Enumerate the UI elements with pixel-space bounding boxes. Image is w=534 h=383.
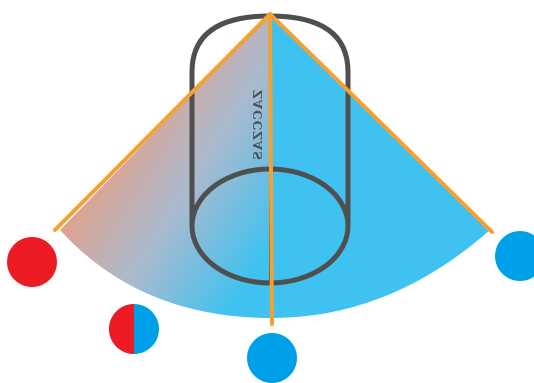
blue-circle-bottom xyxy=(247,333,297,383)
split-circle xyxy=(109,304,159,354)
blue-circle-right xyxy=(495,231,534,281)
red-circle xyxy=(7,237,57,287)
cylinder-label: ZACCZAS xyxy=(251,90,265,161)
cone-sector-right xyxy=(270,14,490,318)
center-ray xyxy=(270,14,272,324)
cone-sector-left xyxy=(60,14,272,318)
